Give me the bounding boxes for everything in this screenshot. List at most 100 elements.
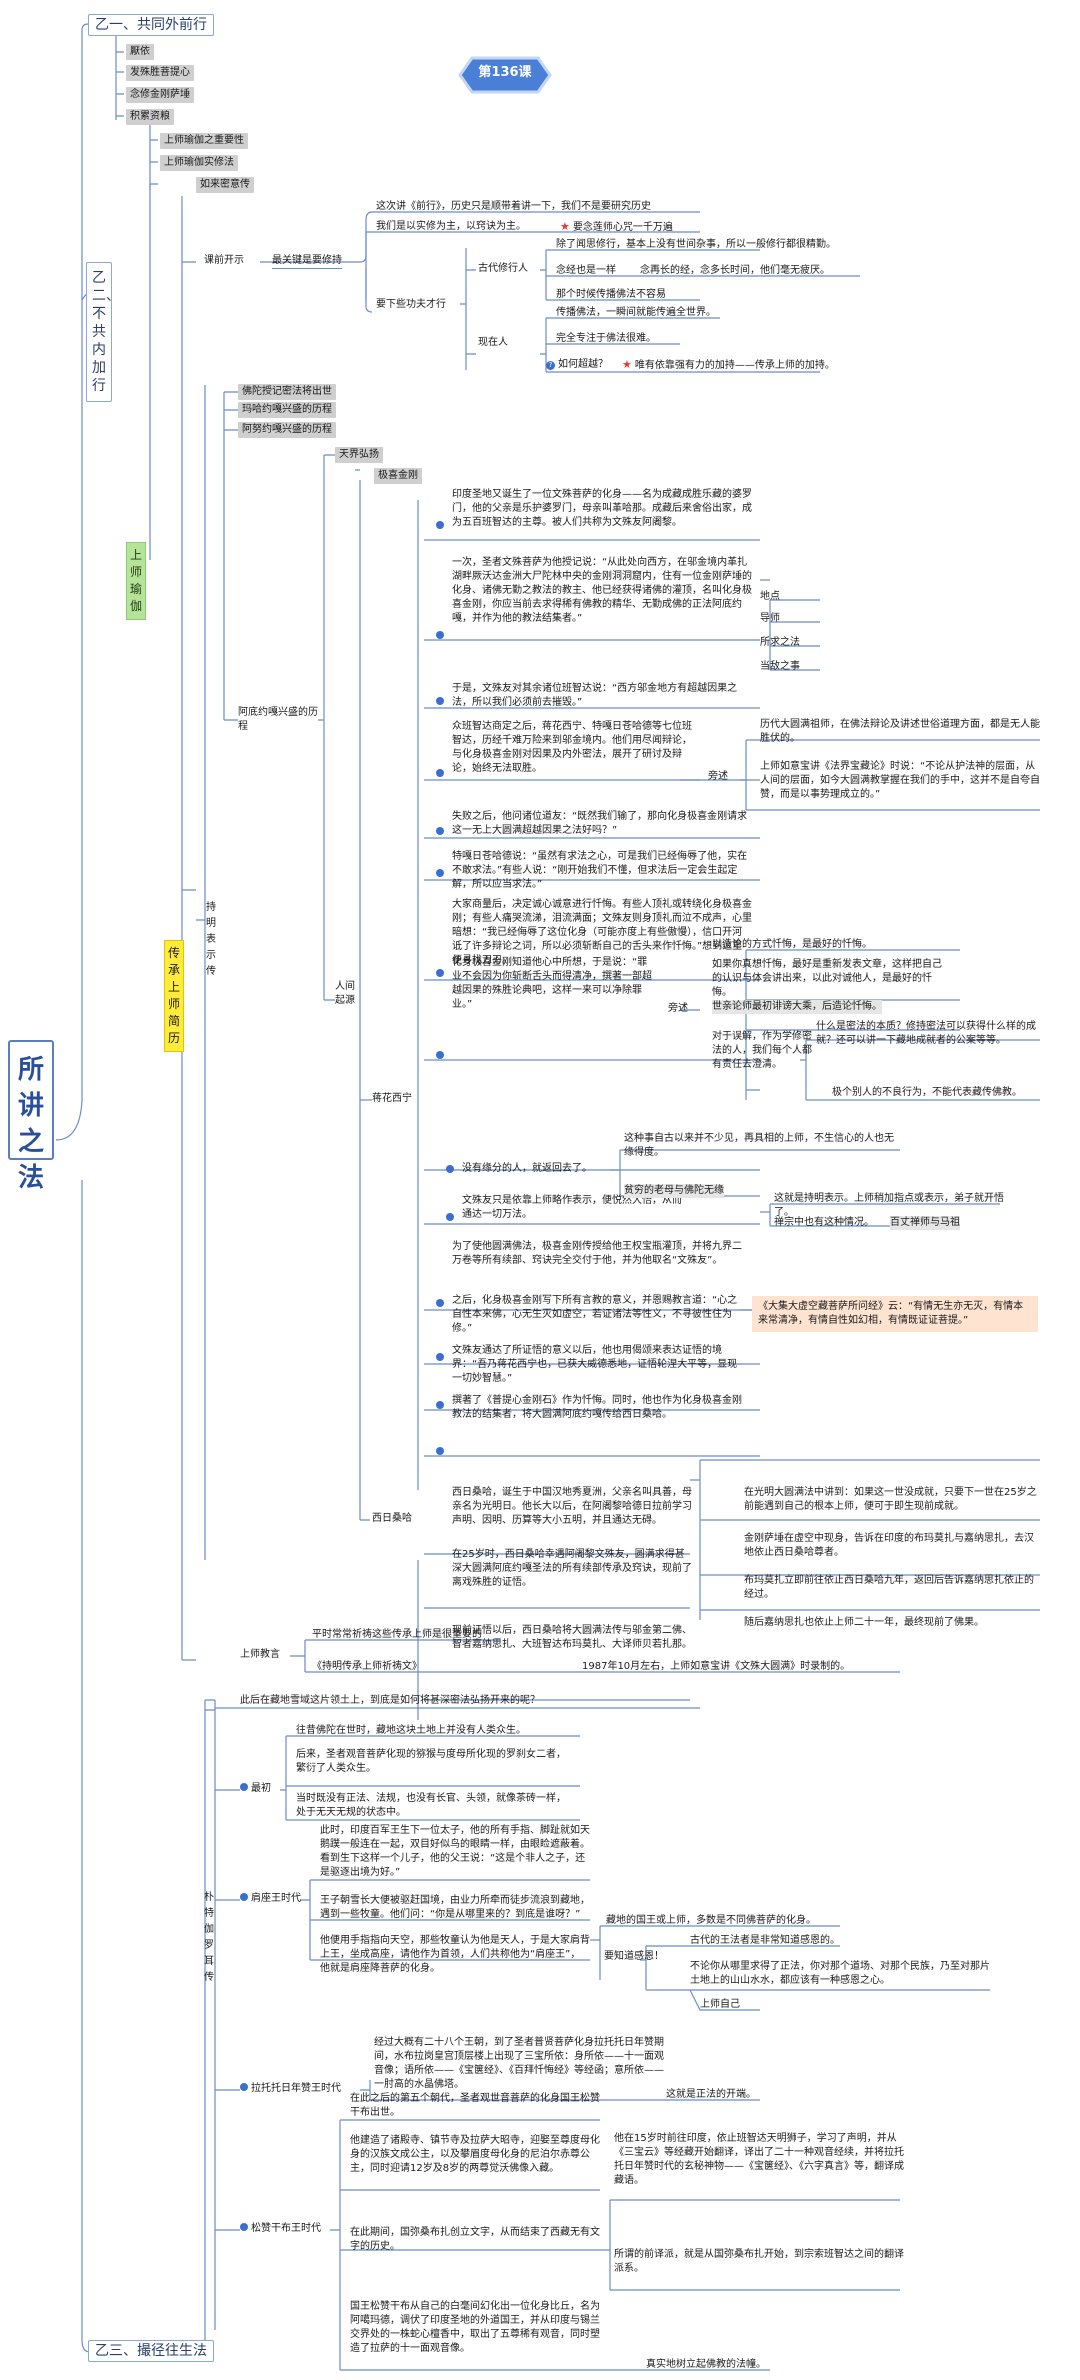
aspect-opposition: 当敌之事 [760,661,800,672]
nyatri-era[interactable]: 肩座王时代 [240,1892,301,1906]
info-icon [436,826,447,840]
songtsen-side-2: 所谓的前译派，就是从国弥桑布扎开始，到宗索班智达之间的翻译派系。 [614,2249,904,2274]
branch-pure-land[interactable]: 乙三、撮径往生法 [88,2340,214,2362]
earliest[interactable]: 最初 [240,1782,271,1796]
lineage-bio-label[interactable]: 传承上师简历 [164,940,184,1052]
branch-outer-preliminaries[interactable]: 乙一、共同外前行 [88,14,214,36]
instruction-2: 《持明传承上师祈祷文》 [312,1661,422,1672]
puti-question: 此后在藏地雪域这片领土上，到底是如何将甚深密法弘扬开来的呢？ [240,1695,540,1706]
human-origin[interactable]: 人间起源 [335,981,355,1006]
info-icon [436,768,447,782]
story-7: 大家商量后，决定诚心诚意进行忏悔。有些人顶礼或转绕化身极喜金刚；有些人痛哭流涕，… [452,899,752,966]
info-icon [436,1446,447,1460]
kq-ancient-2: 念经也是一样 [556,265,616,276]
story-11: 为了使他圆满佛法，极喜金刚传授给他王权宝瓶灌顶，并将九界二万卷等所有续部、窍诀完… [452,1241,742,1266]
guru-instruction[interactable]: 上师教言 [240,1649,280,1660]
kq-line-1: 这次讲《前行》，历史只是顺带着讲一下，我们不是要研究历史 [376,201,651,212]
no-affinity-note: 这种事自古以来并不少见，再具相的上师，不生信心的人也无缘得度。 [624,1133,894,1158]
lineage-3[interactable]: 阿努约嘎兴盛的历程 [238,422,336,438]
oral-transmission[interactable]: 朴特伽罗耳传 [204,1892,214,1983]
aspect-dharma: 所求之法 [760,637,800,648]
star-icon: ★ [560,220,570,233]
songtsen-3: 在此期间，国弥桑布扎创立文字，从而结束了西藏无有文字的历史。 [350,2227,600,2252]
kq-modern: 现在人 [478,337,508,348]
topic-refuge[interactable]: 厭依 [126,44,154,60]
topic-vajrasattva[interactable]: 念修金刚萨埵 [126,87,194,103]
info-icon [436,630,447,644]
title-hexagon [458,56,552,94]
info-icon [446,1164,457,1178]
atiyoga-history[interactable]: 阿底约嘎兴盛的历程 [238,707,318,732]
info-icon [446,1212,457,1226]
key-practice[interactable]: 最关键是要修持 [272,254,342,269]
info-icon [436,968,447,982]
story-12: 之后，化身极喜金刚写下所有言教的意义，并恩赐教言道：“心之自性本来佛，心无生灭如… [452,1295,738,1334]
root-node[interactable]: 所讲之法 [8,1040,54,1193]
vidyadhara-transmission[interactable]: 持明表示传 [206,902,216,977]
symbol-note: 这就是持明表示。上师稍加指点或表示，弟子就开悟了。 [774,1193,1004,1218]
nyatri-side-4: 不论你从哪里求得了正法，你对那个道场、对那个民族，乃至对那片土地上的山山水水，都… [690,1961,990,1986]
lhatho-era[interactable]: 拉托托日年赞王时代 [240,2082,341,2096]
kq-modern-4: ★唯有依靠强有力的加持——传承上师的加持。 [622,358,835,371]
singha-side-4: 随后嘉纳思扎也依止上师二十一年，最终现前了佛果。 [744,1617,984,1628]
info-icon [436,1298,447,1312]
lineage-2[interactable]: 玛哈约嘎兴盛的历程 [238,402,336,418]
aside-2d: 什么是密法的本质？修持密法可以获得什么样的成就？还可以讲一下藏地成就者的公案等等… [816,1021,1036,1046]
singha-2: 在25岁时，西日桑哈幸遇阿阇黎文殊友，圆满求得甚深大圆满阿底约嘎圣法的所有续部传… [452,1549,692,1588]
manjushrimitra[interactable]: 蒋花西宁 [372,1093,412,1104]
singha-side-1: 在光明大圆满法中讲到：如果这一世没成就，只要下一世在25岁之前能遇到自己的根本上… [744,1487,1037,1512]
info-icon [436,696,447,710]
lesson-title: 第136课 [478,65,532,80]
kq-ancient: 古代修行人 [478,263,528,274]
story-4: 众班智达商定之后，蒋花西宁、特嘎日苍哈德等七位班智达，历经千难万险来到邬金境内。… [452,721,692,774]
heaven-spread[interactable]: 天界弘扬 [335,447,383,463]
story-13: 文殊友通达了所证悟的意义以后，他也用偈颂来表达证悟的境界：“吾乃蒋花西宁也，已获… [452,1345,738,1384]
lineage-1[interactable]: 佛陀授记密法将出世 [238,384,336,400]
story-3: 于是，文殊友对其余诸位班智达说：“西方邬金地方有超越因果之法，所以我们必须前去摧… [452,683,738,708]
shri-singha[interactable]: 西日桑哈 [372,1513,412,1524]
instruction-1: 平时常常祈祷这些传承上师是很重要的 [312,1629,482,1640]
aside-2b: 世亲论师最初诽谤大乘，后造论忏悔。 [712,1000,882,1014]
garab-dorje[interactable]: 极喜金刚 [374,468,422,484]
aside-2e: 极个别人的不良行为，不能代表藏传佛教。 [832,1087,1022,1098]
songtsen-2: 他建造了诸殿寺、镇节寺及拉萨大昭寺，迎娶至尊度母化身的汉族文成公主，以及攀眉度母… [350,2135,600,2174]
topic-bodhicitta[interactable]: 发殊胜菩提心 [126,65,194,81]
pre-class-teaching[interactable]: 课前开示 [204,255,244,266]
earliest-3: 当时既没有正法、法规，也没有长官、头领，就像茶砖一样，处于无天无规的状态中。 [296,1793,566,1818]
info-icon [436,1050,447,1064]
kq-effort: 要下些功夫才行 [376,299,446,310]
subtopic-practice[interactable]: 上师瑜伽实修法 [160,155,238,171]
songtsen-side-1: 他在15岁时前往印度，依止班智达天明狮子，学习了声明，并从《三宝云》等经藏开始翻… [614,2133,904,2186]
songtsen-era[interactable]: 松赞干布王时代 [240,2222,321,2236]
aside-2-lead: 以造论的方式忏悔，是最好的忏悔。 [712,939,872,950]
branch-inner-preliminaries[interactable]: 乙二、不共内加行 [86,262,120,402]
info-icon [436,1400,447,1414]
nyatri-1: 此时，印度百军王生下一位太子，他的所有手指、脚趾就如天鹅蹼一般连在一起，双目好似… [320,1825,590,1878]
star-icon: ★ [622,358,632,371]
topic-accumulation[interactable]: 积累资粮 [126,109,174,125]
singha-side-2: 金刚萨埵在虚空中现身，告诉在印度的布玛莫扎与嘉纳思扎，去汉地依止西日桑哈尊者。 [744,1533,1034,1558]
subtopic-tathagata[interactable]: 如来密意传 [196,177,254,193]
aside-label-1: 旁述 [708,771,728,782]
old-woman-story: 贫穷的老母与佛陀无缘 [624,1184,724,1198]
kq-line-3: ★要念莲师心咒一千万遍 [560,220,673,233]
story-10: 文殊友只是依靠上师略作表示，便悦然大悟，从而通达一切万法。 [462,1195,682,1220]
nyatri-2: 王子朝雪长大便被驱赶国境，由业力所牵而徒步流浪到藏地，遇到一些牧童。他们问：“你… [320,1895,590,1920]
subtopic-importance[interactable]: 上师瑜伽之重要性 [160,133,248,149]
singha-3: 现前证悟以后，西日桑哈将大圆满法传与邬金第二佛、智者嘉纳思扎、大班智达布玛莫扎、… [452,1625,692,1650]
songtsen-4: 国王松赞干布从自己的白毫间幻化出一位化身比丘，名为阿噶玛德，调伏了印度圣地的外道… [350,2301,600,2354]
guru-yoga-label[interactable]: 上师瑜伽 [126,542,146,620]
aside-1a: 历代大圆满祖师，在佛法辩论及讲述世俗道理方面，都是无人能胜伏的。 [760,719,1040,744]
story-9: 没有缘分的人，就返回去了。 [462,1163,592,1174]
kq-ancient-3: 念再长的经，念多长时间，他们毫无疲厌。 [640,265,830,276]
story-6: 特嘎日苍哈德说：“虽然有求法之心，可是我们已经侮辱了他，实在不敢求法。”有些人说… [452,851,748,890]
story-5: 失败之后，他问诸位道友：“既然我们输了，那向化身极喜金刚请求这一无上大圆满超越因… [452,811,748,836]
aside-label-2: 旁述 [668,1003,688,1014]
kq-modern-1: 传播佛法，一瞬间就能传遍全世界。 [556,307,716,318]
kq-ancient-1: 除了闻思修行，基本上没有世间杂事，所以一般修行都很精勤。 [556,239,836,250]
singha-side-3: 布玛莫扎立即前往依止西日桑哈九年，返回后告诉嘉纳思扎依止的经过。 [744,1575,1034,1600]
story-14: 撰著了《普提心金刚石》作为忏悔。同时，他也作为化身极喜金刚教法的结集者，将大圆满… [452,1395,742,1420]
earliest-1: 往昔佛陀在世时，藏地这块土地上并没有人类众生。 [296,1725,526,1736]
